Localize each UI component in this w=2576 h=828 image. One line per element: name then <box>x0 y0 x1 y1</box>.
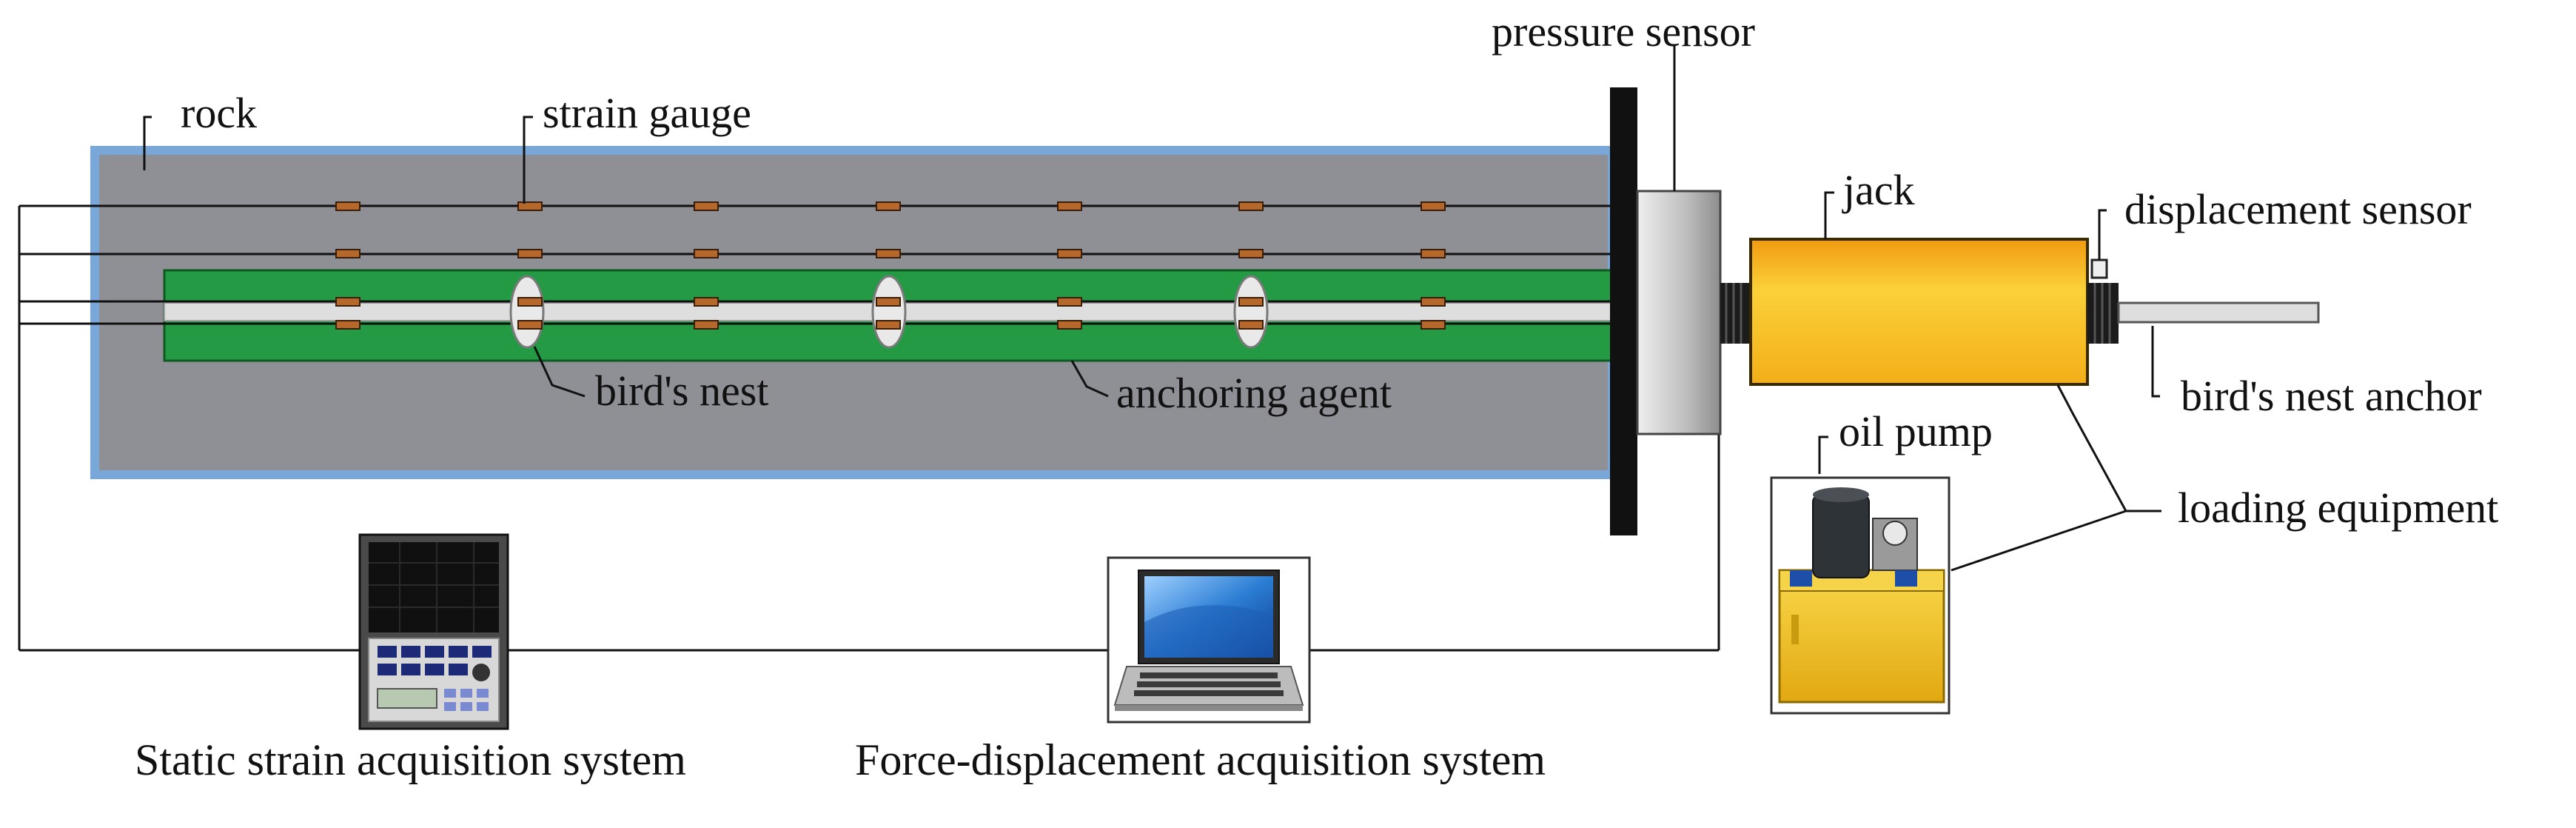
label-birds-nest-anchor: bird's nest anchor <box>2181 372 2482 420</box>
jack <box>1749 238 2089 386</box>
pressure-sensor <box>1636 190 1722 435</box>
rod-threads-left <box>1725 283 1743 344</box>
rock-leader <box>143 116 152 170</box>
loading-equipment-leader-2 <box>1951 510 2127 572</box>
label-oil-pump: oil pump <box>1839 407 1993 455</box>
laptop-icon <box>1107 556 1311 724</box>
label-loading-equipment: loading equipment <box>2178 484 2498 532</box>
static-strain-acquisition-device-icon <box>358 533 509 730</box>
label-pressure-sensor: pressure sensor <box>1492 7 1755 56</box>
jack-leader <box>1824 191 1834 239</box>
strain-gauge <box>694 201 719 211</box>
strain-gauge-leader <box>523 116 533 204</box>
displacement-sensor <box>2090 258 2108 279</box>
strain-gauge <box>335 201 360 211</box>
strain-gauge <box>335 320 360 330</box>
strain-gauge <box>517 249 543 258</box>
strain-gauge <box>876 201 901 211</box>
oil-pump-leader <box>1818 435 1828 474</box>
strain-gauge <box>1238 201 1264 211</box>
caption-force-displacement: Force-displacement acquisition system <box>855 735 1546 784</box>
strain-gauge <box>1057 249 1082 258</box>
strain-gauge <box>335 297 360 307</box>
strain-gauge <box>876 297 901 307</box>
strain-gauge <box>517 297 543 307</box>
birds-nest <box>509 275 545 349</box>
strain-gauge <box>1421 249 1446 258</box>
strain-gauge <box>876 320 901 330</box>
oil-pump-icon <box>1770 476 1951 715</box>
strain-gauge <box>876 249 901 258</box>
strain-gauge <box>1057 201 1082 211</box>
loading-equipment-leader <box>2056 384 2161 513</box>
strain-gauge <box>1238 320 1264 330</box>
strain-gauge <box>1421 297 1446 307</box>
label-rock: rock <box>181 89 257 137</box>
anchoring-agent-leader <box>1070 360 1109 398</box>
caption-static-strain: Static strain acquisition system <box>135 735 686 784</box>
strain-gauge <box>517 201 543 211</box>
label-jack: jack <box>1842 166 1915 214</box>
strain-gauge <box>335 249 360 258</box>
strain-gauge-wires <box>18 204 1720 652</box>
bearing-plate <box>1610 87 1637 535</box>
birds-nest-anchor-leader <box>2151 326 2160 398</box>
leader-lines <box>143 46 2161 572</box>
birds-nest <box>1233 275 1269 349</box>
strain-gauge <box>1057 297 1082 307</box>
strain-gauge <box>1238 297 1264 307</box>
label-anchoring-agent: anchoring agent <box>1116 369 1392 417</box>
strain-gauge <box>694 249 719 258</box>
label-displacement-sensor: displacement sensor <box>2124 185 2472 233</box>
birds-nest <box>871 275 907 349</box>
strain-gauges <box>335 201 1446 330</box>
strain-gauge <box>1421 320 1446 330</box>
displacement-sensor-leader <box>2098 209 2107 260</box>
label-strain-gauge: strain gauge <box>543 89 751 137</box>
birds-nest-anchor-rod <box>2117 301 2320 324</box>
birds-nest-leader <box>533 346 586 398</box>
strain-gauge <box>694 297 719 307</box>
strain-gauge <box>517 320 543 330</box>
strain-gauge <box>1057 320 1082 330</box>
strain-gauge <box>694 320 719 330</box>
strain-gauge <box>1238 249 1264 258</box>
label-birds-nest: bird's nest <box>595 367 768 415</box>
rod-threads-right <box>2093 283 2111 344</box>
strain-gauge <box>1421 201 1446 211</box>
rod-stub-left <box>1720 283 1751 344</box>
